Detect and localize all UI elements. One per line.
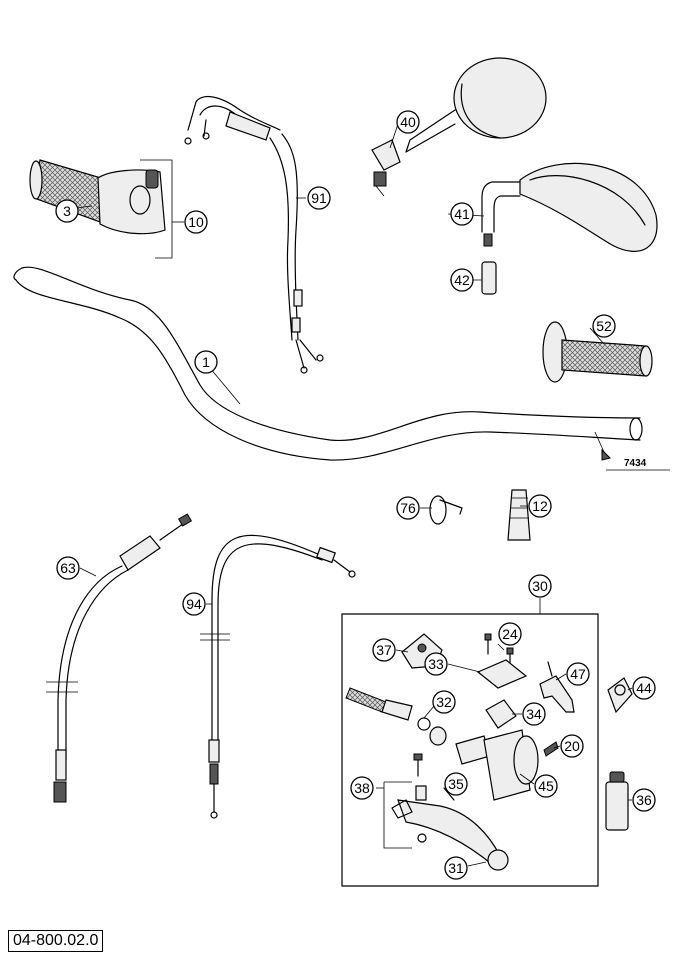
svg-text:37: 37: [376, 642, 392, 658]
mirror-oval: [481, 162, 658, 295]
callout: 94: [182, 592, 206, 616]
callout: 20: [560, 734, 584, 758]
callout: 47: [566, 662, 590, 686]
callout: 40: [396, 110, 420, 134]
svg-text:36: 36: [636, 792, 652, 808]
svg-text:47: 47: [570, 666, 586, 682]
throttle-grip-assembly: [29, 159, 173, 259]
drawing-number: 04-800.02.0: [8, 930, 104, 952]
callout: 37: [372, 638, 396, 662]
callout: 30: [528, 574, 552, 598]
left-grip: [542, 321, 653, 383]
speedo-cable: [46, 513, 193, 803]
clutch-assembly-box: [341, 598, 599, 887]
svg-text:33: 33: [428, 656, 444, 672]
callout: 3: [55, 199, 79, 223]
callout: 91: [307, 186, 331, 210]
callout: 41: [450, 202, 474, 226]
svg-text:91: 91: [311, 190, 327, 206]
clutch-cable: [200, 534, 356, 819]
callout: 52: [592, 314, 616, 338]
callout: 32: [432, 690, 456, 714]
reference-label: 7434: [624, 458, 647, 469]
clutch-components: [345, 633, 633, 871]
svg-text:45: 45: [538, 778, 554, 794]
svg-text:40: 40: [400, 114, 416, 130]
protective-sleeve: [507, 489, 531, 541]
svg-text:52: 52: [596, 318, 612, 334]
callout: 44: [632, 676, 656, 700]
callout: 24: [498, 622, 522, 646]
svg-text:30: 30: [532, 578, 548, 594]
svg-text:42: 42: [454, 272, 470, 288]
cable-tie: [429, 495, 463, 525]
svg-text:3: 3: [63, 203, 71, 219]
svg-text:38: 38: [354, 780, 370, 796]
svg-text:34: 34: [526, 706, 542, 722]
callout: 45: [534, 774, 558, 798]
svg-text:76: 76: [400, 500, 416, 516]
callout: 34: [522, 702, 546, 726]
svg-text:63: 63: [60, 560, 76, 576]
svg-text:1: 1: [202, 354, 210, 370]
svg-text:10: 10: [188, 214, 204, 230]
svg-text:32: 32: [436, 694, 452, 710]
svg-text:94: 94: [186, 596, 202, 612]
callout: 12: [528, 494, 552, 518]
svg-text:44: 44: [636, 680, 652, 696]
svg-text:12: 12: [532, 498, 548, 514]
callout: 35: [444, 772, 468, 796]
svg-text:41: 41: [454, 206, 470, 222]
callout: 33: [424, 652, 448, 676]
callout: 76: [396, 496, 420, 520]
callout: 63: [56, 556, 80, 580]
svg-text:24: 24: [502, 626, 518, 642]
callout: 1: [194, 350, 218, 374]
handlebar: [13, 266, 670, 471]
callout: 36: [632, 788, 656, 812]
svg-text:31: 31: [448, 860, 464, 876]
svg-text:35: 35: [448, 776, 464, 792]
callout: 38: [350, 776, 374, 800]
throttle-cables: [184, 96, 324, 374]
callout: 31: [444, 856, 468, 880]
mirror-round: [371, 57, 547, 197]
callout: 10: [184, 210, 208, 234]
callout: 42: [450, 268, 474, 292]
svg-text:20: 20: [564, 738, 580, 754]
